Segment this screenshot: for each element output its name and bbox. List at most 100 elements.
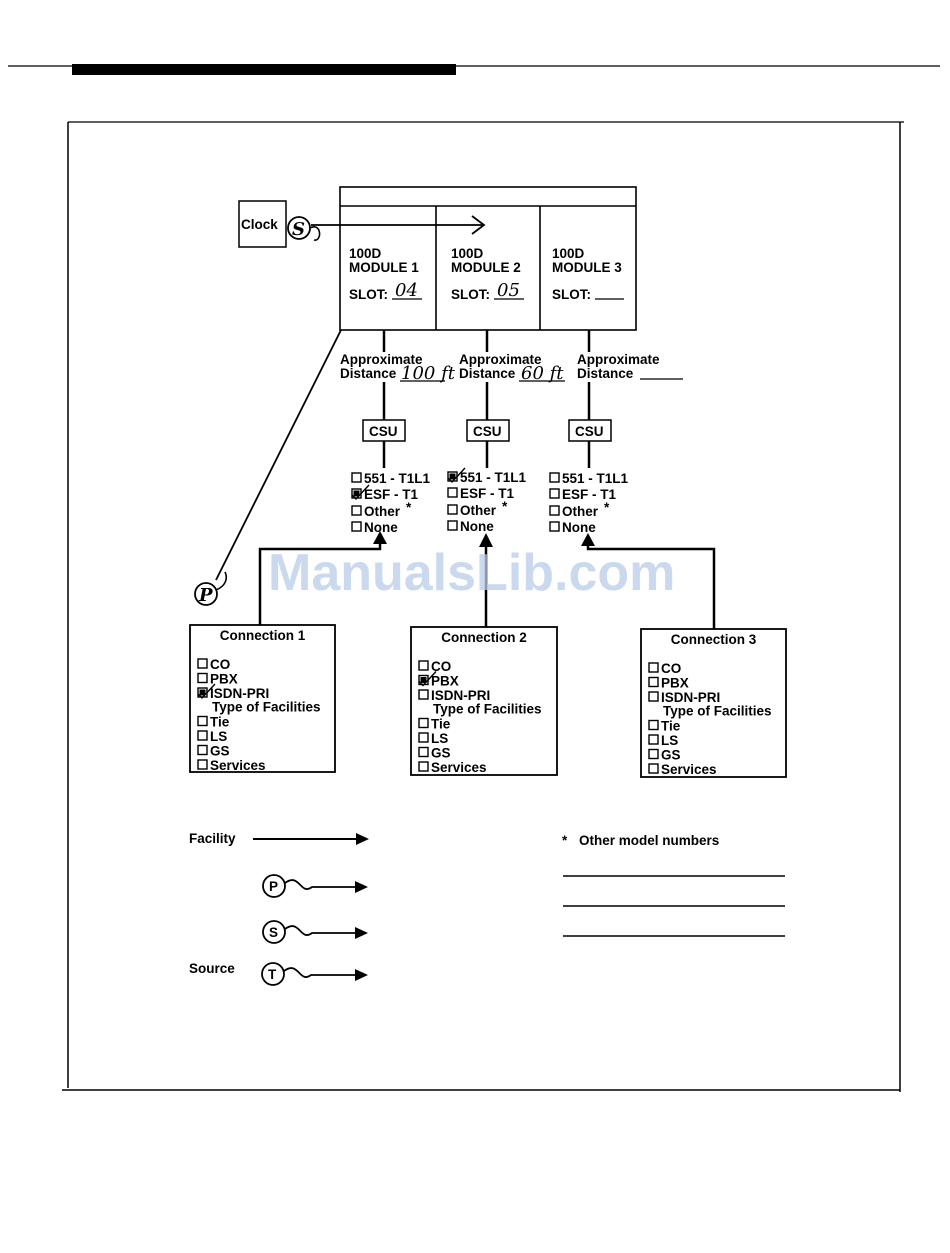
csu-1-option-3: Other xyxy=(364,504,401,519)
csu-2: CSU xyxy=(466,419,510,442)
clock-source-marker: S xyxy=(287,216,321,241)
svg-text:MODULE 2: MODULE 2 xyxy=(451,260,521,275)
svg-text:S: S xyxy=(269,925,278,940)
csu-1-checkbox-3 xyxy=(351,505,362,516)
connection-1-checkbox-ls xyxy=(197,730,208,741)
connection-2-checkbox-ls xyxy=(418,732,429,743)
csu-3-option-1: 551 - T1L1 xyxy=(562,471,629,486)
connection-2-checkbox-isdn-pri xyxy=(418,689,429,700)
connection-2-option-co: CO xyxy=(431,659,451,674)
legend: Facility P S Source T * Other model numb… xyxy=(189,831,785,986)
module-1: 100D MODULE 1 SLOT: 04 xyxy=(349,246,422,302)
svg-text:*: * xyxy=(562,833,568,848)
connection-1-checkbox-gs xyxy=(197,744,208,756)
svg-text:SLOT:: SLOT: xyxy=(451,287,490,302)
csu-3-checkbox-3 xyxy=(549,505,560,516)
svg-text:P: P xyxy=(269,879,278,894)
svg-text:Approximate: Approximate xyxy=(459,352,542,367)
svg-text:100D: 100D xyxy=(552,246,585,261)
svg-text:T: T xyxy=(268,967,277,982)
connection-3-option-services: Services xyxy=(661,762,717,777)
module-2-slot-value: 05 xyxy=(497,280,520,301)
connection-1-title: Connection 1 xyxy=(220,628,306,643)
svg-text:Distance: Distance xyxy=(459,366,516,381)
connection-1-option-co: CO xyxy=(210,657,230,672)
connection-2-checkbox-tie xyxy=(418,717,429,729)
distance-3: Approximate Distance xyxy=(577,352,683,381)
connection-2-checkbox-services xyxy=(418,761,429,772)
csu-2-other-asterisk: * xyxy=(502,499,508,514)
connection-1-checkbox-isdn-pri xyxy=(197,683,216,700)
csu-3-checkbox-4 xyxy=(549,521,560,532)
csu-1: CSU xyxy=(362,419,406,442)
connection-2-option-isdn-pri: ISDN-PRI xyxy=(431,688,490,703)
connection-3-option-isdn-pri: ISDN-PRI xyxy=(661,690,720,705)
svg-text:Approximate: Approximate xyxy=(577,352,660,367)
legend-p-marker: P xyxy=(262,874,368,898)
legend-facility-label: Facility xyxy=(189,831,236,846)
connection-2-arrow xyxy=(479,533,493,627)
csu-3: CSU xyxy=(568,419,612,442)
header-bar xyxy=(72,64,456,75)
csu-2-checkbox-2 xyxy=(447,487,458,498)
connection-2-option-ls: LS xyxy=(431,731,448,746)
connection-1-option-pbx: PBX xyxy=(210,672,238,687)
connection-3-checkbox-pbx xyxy=(648,676,659,688)
connection-2-option-services: Services xyxy=(431,760,487,775)
connection-3-option-tie: Tie xyxy=(661,719,681,734)
connection-1-checkbox-co xyxy=(197,658,208,669)
connection-2-checkbox-pbx xyxy=(418,671,437,687)
distance-2: Approximate Distance 60 ft xyxy=(459,352,565,384)
module-2: 100D MODULE 2 SLOT: 05 xyxy=(451,246,524,302)
csu-1-checkbox-4 xyxy=(351,521,362,532)
connection-2-title: Connection 2 xyxy=(441,630,527,645)
legend-source-label: Source xyxy=(189,961,235,976)
connection-3-checkbox-ls xyxy=(648,734,659,745)
module-cabinet xyxy=(339,186,637,331)
csu-3-option-2: ESF - T1 xyxy=(562,487,616,502)
svg-text:MODULE 1: MODULE 1 xyxy=(349,260,419,275)
csu-1-checkbox-2 xyxy=(351,484,370,501)
clock-label: Clock xyxy=(241,217,278,232)
connection-3-facility-type-label: Type of Facilities xyxy=(663,704,772,719)
clock-box: Clock xyxy=(238,200,287,248)
connection-3-option-co: CO xyxy=(661,661,681,676)
svg-text:S: S xyxy=(292,219,305,240)
svg-text:Approximate: Approximate xyxy=(340,352,423,367)
csu-3-checkbox-2 xyxy=(549,488,560,499)
p-source-marker: P xyxy=(194,329,342,606)
legend-facility-arrow xyxy=(253,833,369,845)
connection-1-facility-type-label: Type of Facilities xyxy=(212,700,321,715)
distance-2-value: 60 ft xyxy=(521,363,564,384)
csu-3-checkbox-1 xyxy=(549,472,560,483)
connection-3-arrow xyxy=(581,533,716,629)
connection-1-arrow xyxy=(258,531,387,625)
connection-1-option-tie: Tie xyxy=(210,715,230,730)
connection-1-box xyxy=(189,624,336,773)
connection-1-checkbox-services xyxy=(197,759,208,770)
connection-3-option-ls: LS xyxy=(661,733,678,748)
connection-1-option-isdn-pri: ISDN-PRI xyxy=(210,686,269,701)
csu-2-checkbox-1 xyxy=(447,467,466,484)
connection-2-box xyxy=(410,626,558,776)
connection-3-checkbox-co xyxy=(648,662,659,673)
svg-text:100D: 100D xyxy=(349,246,382,261)
other-model-numbers-label: Other model numbers xyxy=(579,833,719,848)
connection-3-option-gs: GS xyxy=(661,748,681,763)
connection-2-checkbox-gs xyxy=(418,746,429,758)
connection-2-option-tie: Tie xyxy=(431,717,451,732)
svg-text:CSU: CSU xyxy=(575,424,604,439)
csu-1-checkbox-1 xyxy=(351,472,362,483)
connection-2-facility-type-label: Type of Facilities xyxy=(433,702,542,717)
distance-1: Approximate Distance 100 ft xyxy=(340,352,456,384)
legend-s-marker: S xyxy=(262,920,368,944)
watermark: ManualsLib.com xyxy=(268,544,675,602)
svg-text:SLOT:: SLOT: xyxy=(552,287,591,302)
module-1-slot-value: 04 xyxy=(395,280,418,301)
csu-2-option-3: Other xyxy=(460,503,497,518)
connection-2-checkbox-co xyxy=(418,660,429,671)
csu-2-option-2: ESF - T1 xyxy=(460,486,514,501)
